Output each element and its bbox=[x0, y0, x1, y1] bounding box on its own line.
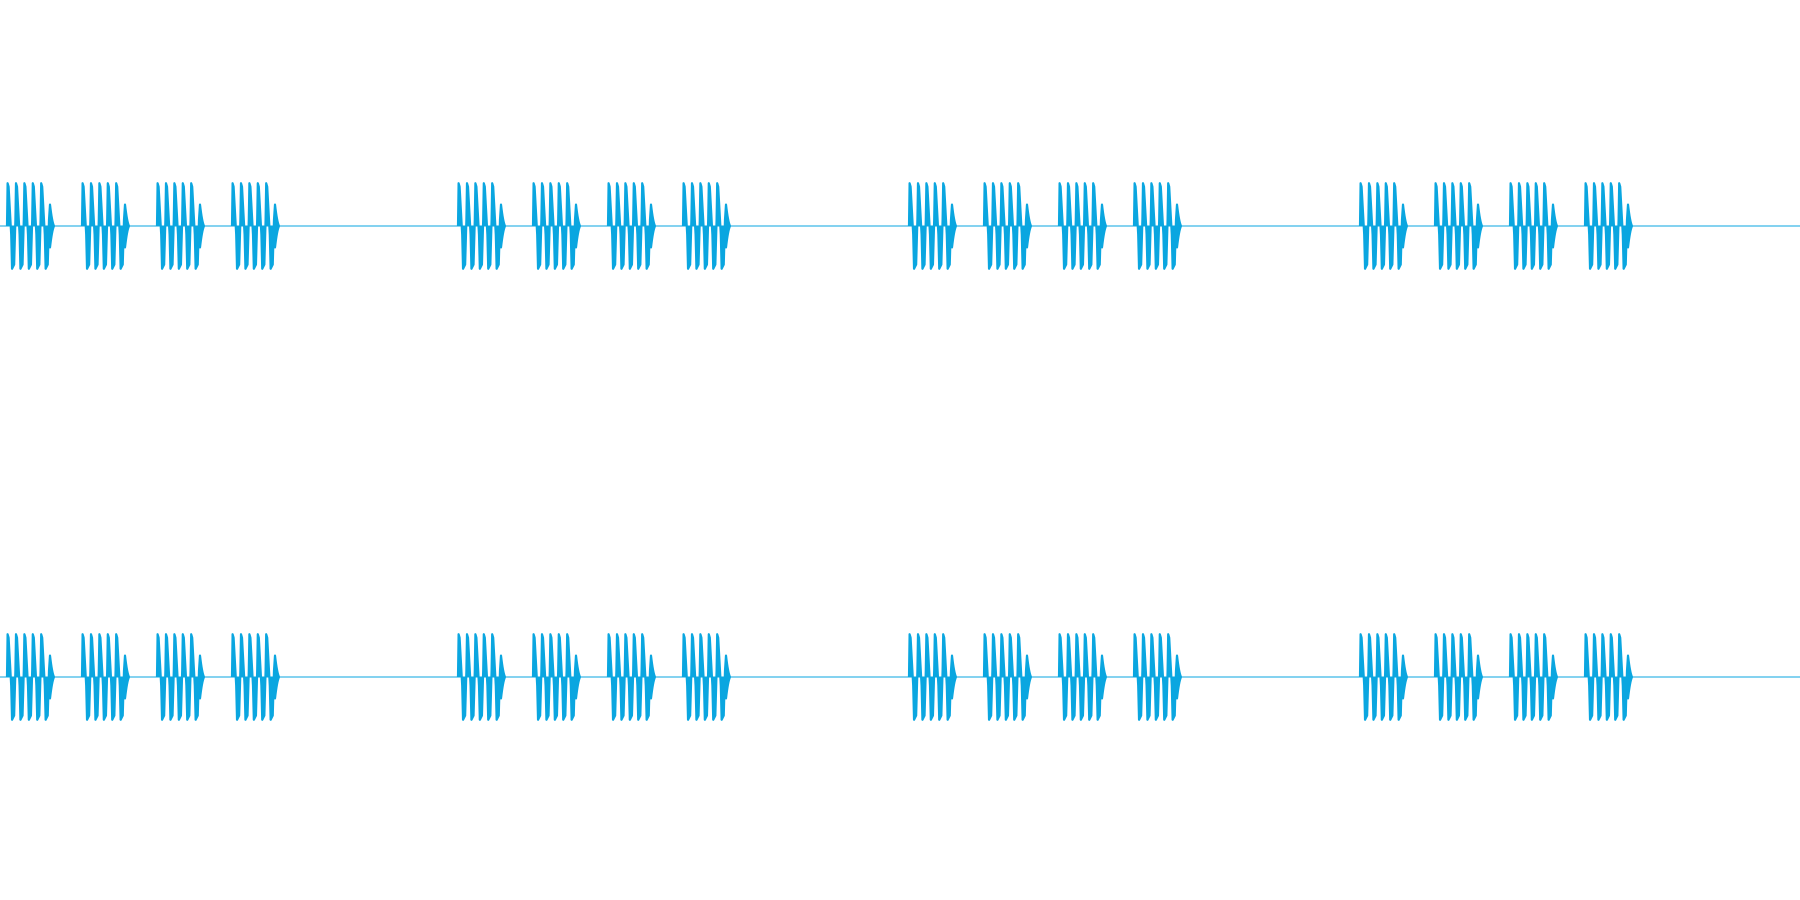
waveform-channel-right[interactable] bbox=[0, 633, 1800, 721]
waveform-burst bbox=[1057, 182, 1108, 270]
waveform-burst bbox=[1433, 633, 1484, 721]
waveform-burst bbox=[155, 182, 206, 270]
waveform-burst bbox=[5, 182, 56, 270]
waveform-burst bbox=[230, 633, 281, 721]
waveform-burst bbox=[531, 182, 582, 270]
waveform-burst bbox=[1433, 182, 1484, 270]
waveform-burst bbox=[681, 182, 732, 270]
waveform-burst bbox=[1057, 633, 1108, 721]
waveform-burst bbox=[531, 633, 582, 721]
waveform-burst bbox=[982, 182, 1033, 270]
waveform-burst bbox=[681, 633, 732, 721]
waveform-burst bbox=[456, 633, 507, 721]
waveform-burst bbox=[80, 633, 131, 721]
waveform-channel-left[interactable] bbox=[0, 182, 1800, 270]
waveform-burst bbox=[907, 633, 958, 721]
waveform-burst bbox=[1508, 633, 1559, 721]
waveform-burst bbox=[606, 633, 657, 721]
waveform-burst bbox=[982, 633, 1033, 721]
waveform-burst bbox=[456, 182, 507, 270]
waveform-burst bbox=[230, 182, 281, 270]
waveform-burst bbox=[1583, 633, 1634, 721]
waveform-burst bbox=[1508, 182, 1559, 270]
waveform-burst bbox=[5, 633, 56, 721]
waveform-burst bbox=[1358, 182, 1409, 270]
waveform-burst bbox=[80, 182, 131, 270]
waveform-burst bbox=[606, 182, 657, 270]
waveform-burst bbox=[155, 633, 206, 721]
waveform-burst bbox=[907, 182, 958, 270]
waveform-burst bbox=[1132, 182, 1183, 270]
waveform-burst bbox=[1132, 633, 1183, 721]
waveform-burst bbox=[1358, 633, 1409, 721]
waveform-burst bbox=[1583, 182, 1634, 270]
